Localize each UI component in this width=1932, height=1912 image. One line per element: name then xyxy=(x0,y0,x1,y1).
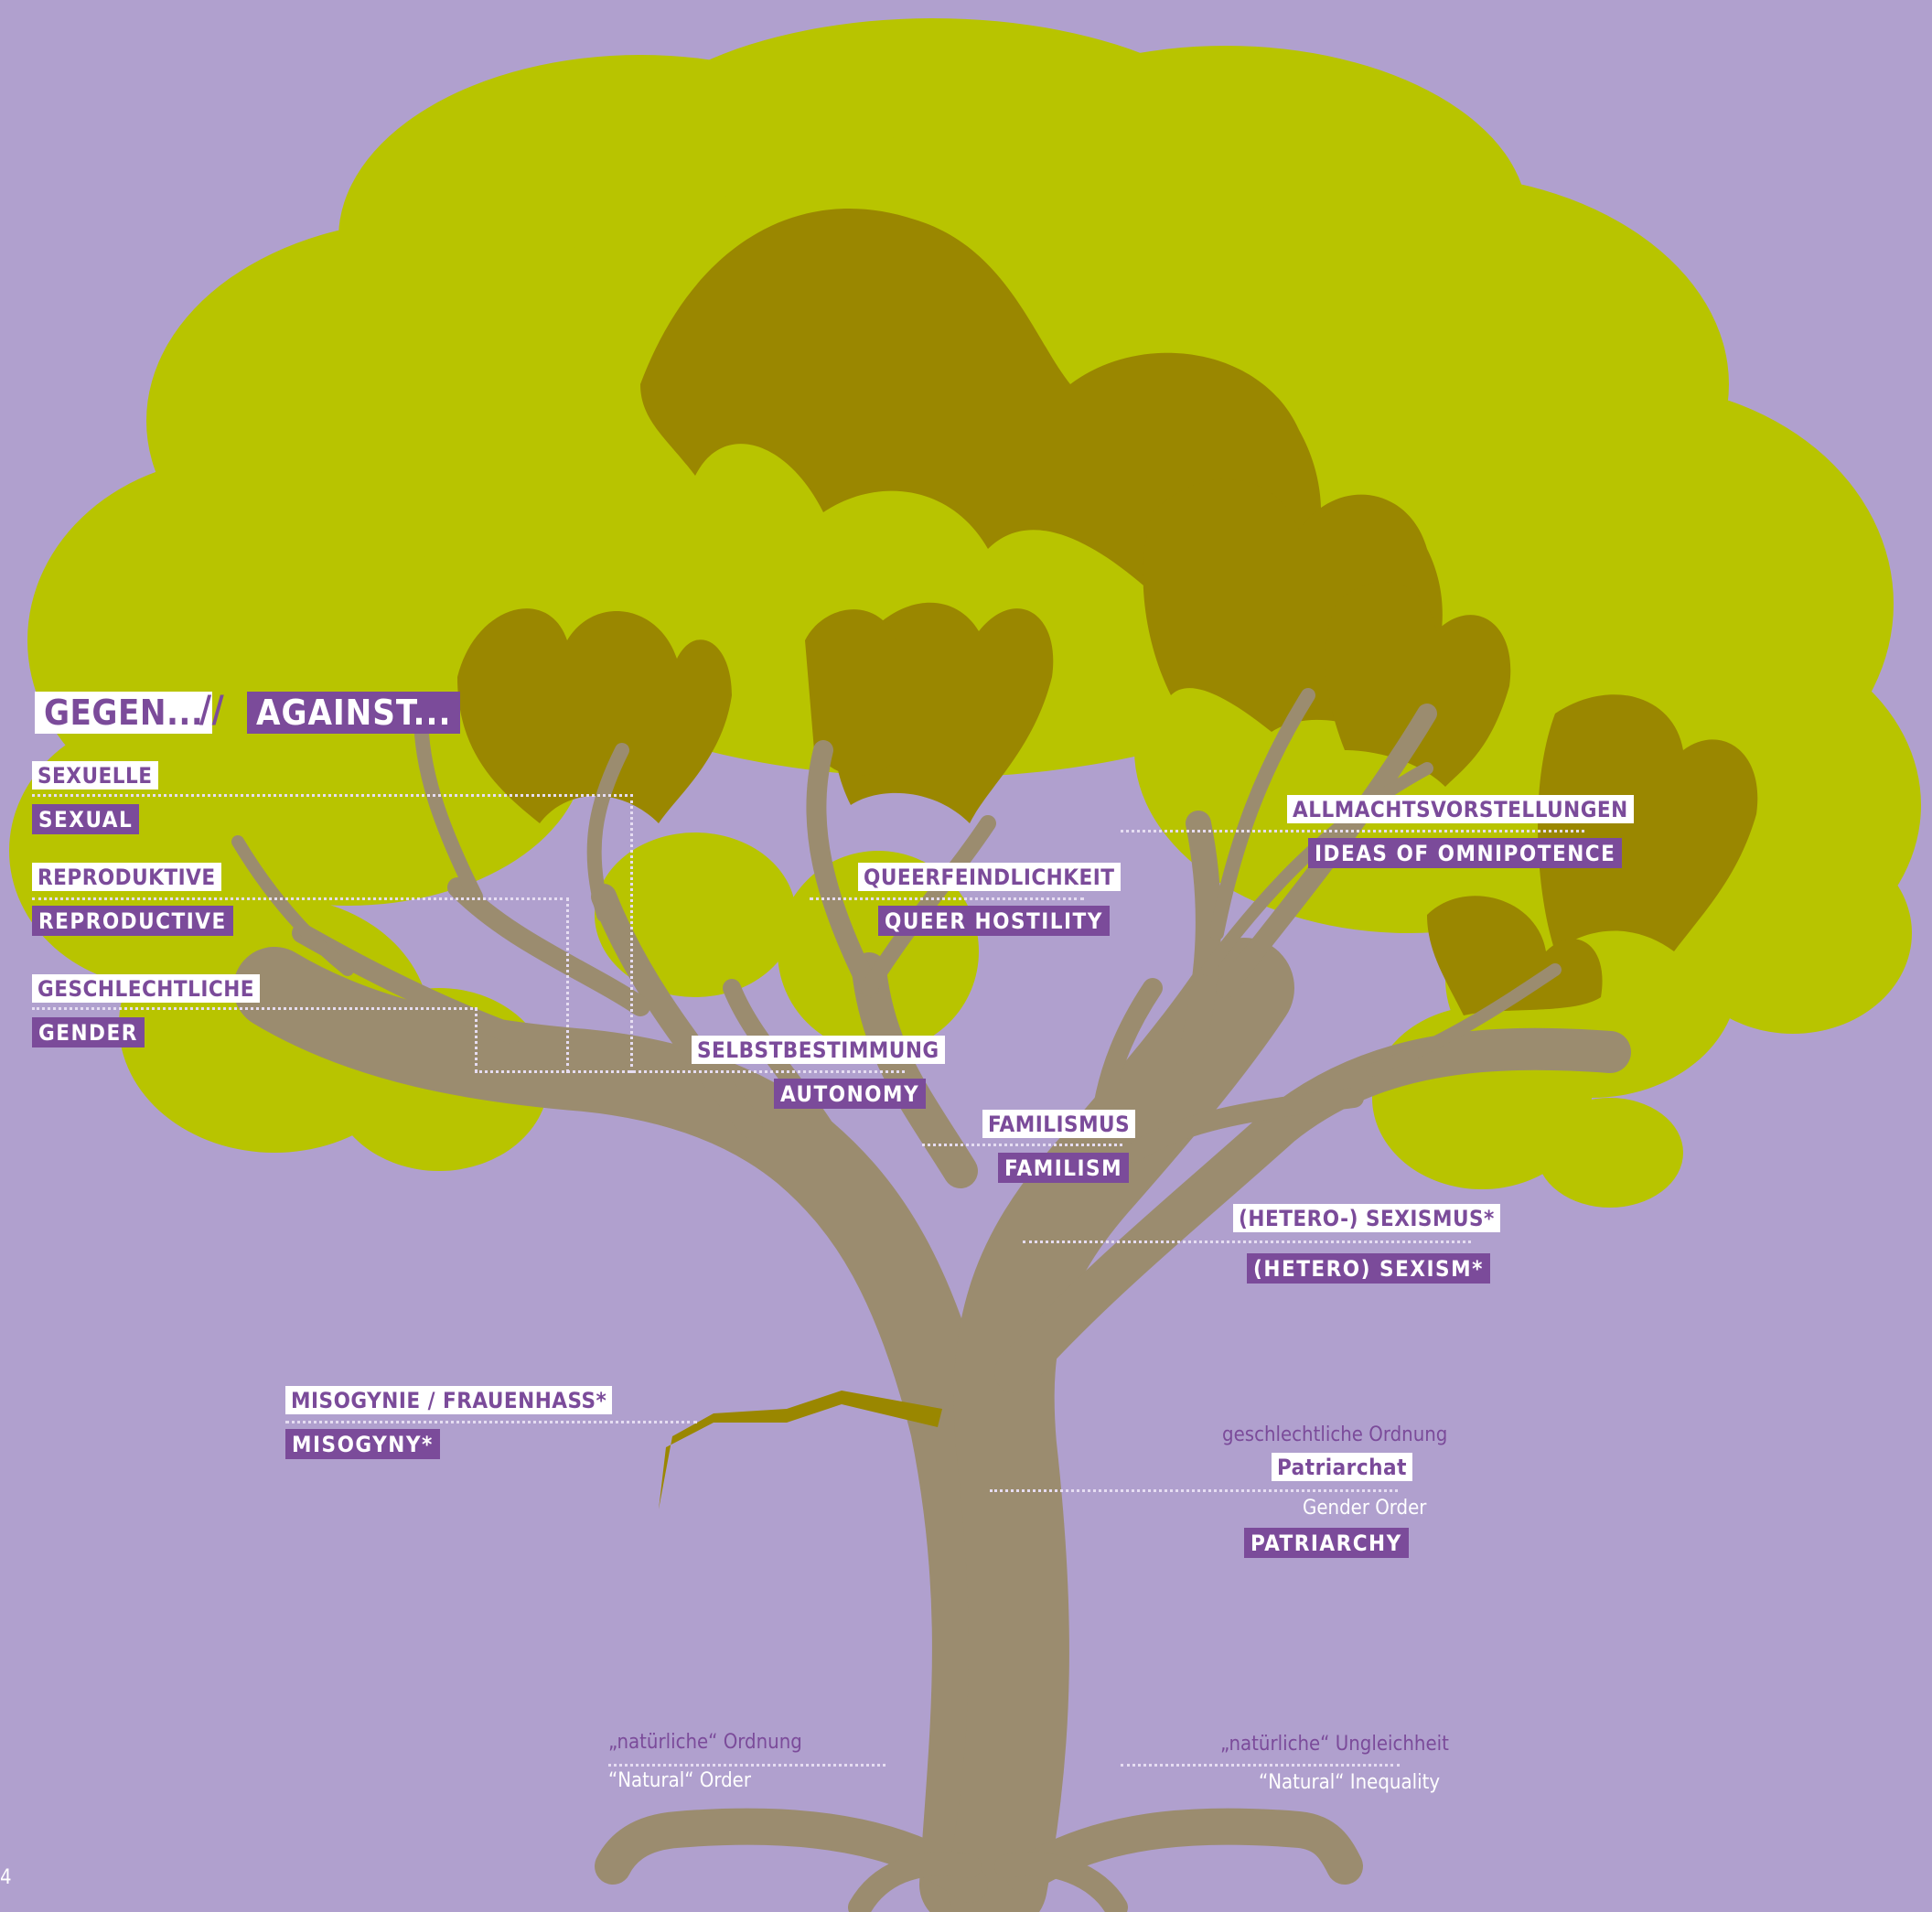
leader-line-gender xyxy=(32,1007,478,1010)
label-sexual-de: SEXUELLE xyxy=(32,761,158,790)
misogyny-branch xyxy=(659,1391,942,1509)
label-reproductive-de: REPRODUKTIVE xyxy=(32,863,221,891)
label-queer-de: QUEERFEINDLICHKEIT xyxy=(858,863,1121,891)
label-autonomy-de: SELBSTBESTIMMUNG xyxy=(692,1036,945,1064)
leader-line-reproductive xyxy=(32,897,569,900)
label-sexism-en: (HETERO) SEXISM* xyxy=(1247,1253,1490,1284)
label-patriarchy-en-small: Gender Order xyxy=(1303,1497,1427,1520)
leader-line-gender-vertical xyxy=(475,1007,478,1073)
leader-line-queer xyxy=(810,897,1084,900)
label-autonomy-en: AUTONOMY xyxy=(774,1079,927,1109)
label-patriarchy-de: Patriarchat xyxy=(1272,1453,1412,1481)
label-familism-de: FAMILISMUS xyxy=(982,1110,1136,1138)
label-sexism-de: (HETERO-) SEXISMUS* xyxy=(1233,1204,1500,1232)
leader-line-autonomy xyxy=(475,1070,905,1073)
label-natural-inequality-de: „natürliche“ Ungleichheit xyxy=(1220,1733,1449,1756)
label-familism-en: FAMILISM xyxy=(998,1153,1130,1183)
label-misogyny-de: MISOGYNIE / FRAUENHASS* xyxy=(285,1386,613,1414)
header-separator: // xyxy=(199,689,225,731)
leader-line-misogyny xyxy=(285,1421,697,1423)
label-queer-en: QUEER HOSTILITY xyxy=(878,906,1110,936)
label-gender-de: GESCHLECHTLICHE xyxy=(32,974,261,1003)
leader-line-sexual-vertical xyxy=(630,794,633,1073)
label-gender-en: GENDER xyxy=(32,1017,145,1047)
label-patriarchy-de-small: geschlechtliche Ordnung xyxy=(1222,1423,1448,1446)
label-misogyny-en: MISOGYNY* xyxy=(285,1429,440,1459)
header-de: GEGEN... xyxy=(35,692,213,734)
label-omnipotence-en: IDEAS OF OMNIPOTENCE xyxy=(1308,838,1623,868)
leader-line-familism xyxy=(922,1144,1122,1146)
tree-foliage-shadow xyxy=(457,209,1758,1015)
label-omnipotence-de: ALLMACHTSVORSTELLUNGEN xyxy=(1287,795,1634,823)
leader-line-reproductive-vertical xyxy=(566,897,569,1073)
label-natural-order-en: “Natural“ Order xyxy=(608,1769,751,1792)
leader-line-patriarchy xyxy=(990,1489,1398,1492)
page-number: 4 xyxy=(0,1866,12,1889)
label-natural-inequality-en: “Natural“ Inequality xyxy=(1259,1771,1441,1794)
label-sexual-en: SEXUAL xyxy=(32,804,140,834)
leader-line-sexism xyxy=(1023,1241,1471,1243)
leader-line-natural-inequality xyxy=(1121,1764,1400,1767)
leader-line-sexual xyxy=(32,794,633,797)
leader-line-omnipotence xyxy=(1121,830,1584,832)
leader-line-natural-order xyxy=(608,1764,886,1767)
header-en: AGAINST... xyxy=(247,692,461,734)
label-patriarchy-en: PATRIARCHY xyxy=(1244,1528,1409,1558)
label-natural-order-de: „natürliche“ Ordnung xyxy=(608,1731,802,1754)
tree-trunk xyxy=(231,688,1631,1912)
label-reproductive-en: REPRODUCTIVE xyxy=(32,906,233,936)
